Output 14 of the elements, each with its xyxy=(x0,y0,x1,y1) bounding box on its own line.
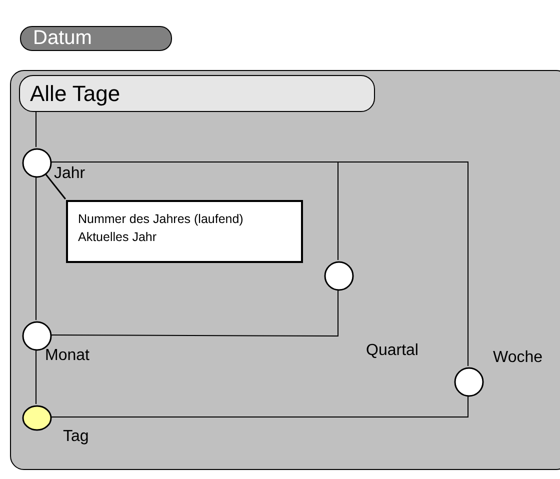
level-name: Quartal xyxy=(366,342,418,360)
attribute-text: Aktuelles Jahr xyxy=(78,229,158,246)
level-name: Woche xyxy=(493,349,543,367)
level-name: Monat xyxy=(45,347,90,365)
level-bar: Alle Tage xyxy=(19,75,375,112)
attribute-text: Nummer des Jahres (laufend) xyxy=(78,211,244,228)
dimension-panel xyxy=(10,70,560,470)
dimension-label: Datum xyxy=(20,26,172,51)
level-name: Tag xyxy=(63,428,89,446)
connector-line xyxy=(50,290,338,336)
attribute-box xyxy=(66,200,303,263)
connector-line xyxy=(50,396,468,418)
leader-line xyxy=(44,173,66,200)
level-name: Jahr xyxy=(54,165,86,183)
